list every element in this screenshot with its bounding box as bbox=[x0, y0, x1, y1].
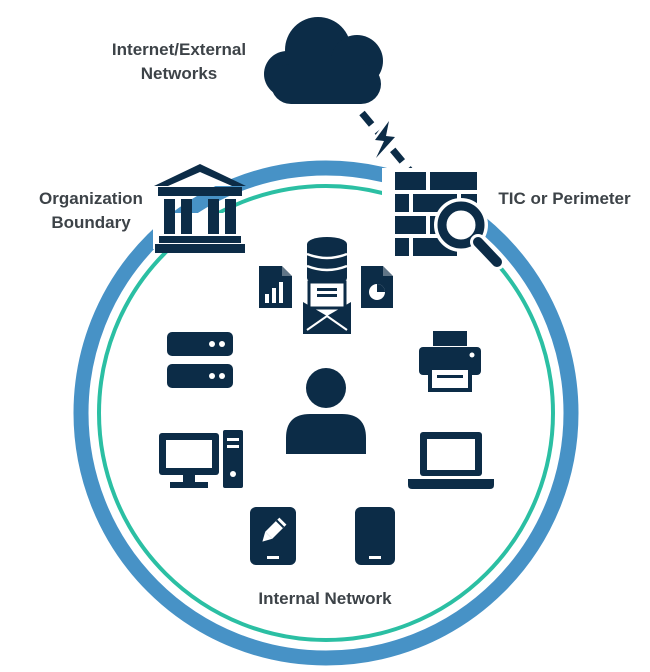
tic-perimeter-label: TIC or Perimeter bbox=[482, 187, 647, 211]
internet-external-networks-label: Internet/External Networks bbox=[84, 38, 274, 86]
organization-label-line-1: Organization bbox=[39, 189, 143, 208]
bar-chart-document-icon bbox=[259, 266, 292, 308]
organization-boundary-ring bbox=[73, 160, 579, 666]
organization-label-line-2: Boundary bbox=[51, 213, 131, 232]
printer-icon bbox=[419, 331, 481, 392]
pie-chart-document-icon bbox=[361, 266, 393, 308]
internet-label-line-1: Internet/External bbox=[111, 40, 247, 59]
tic-perimeter-text: TIC or Perimeter bbox=[498, 189, 631, 208]
internet-label-line-2: Networks bbox=[140, 64, 218, 83]
server-icon bbox=[167, 332, 233, 388]
laptop-icon bbox=[408, 432, 494, 489]
internal-network-label: Internal Network bbox=[225, 587, 425, 611]
desktop-computer-icon bbox=[159, 430, 243, 488]
database-icon bbox=[306, 237, 348, 285]
organization-boundary-label: Organization Boundary bbox=[16, 187, 166, 235]
internal-network-text: Internal Network bbox=[258, 589, 392, 608]
mail-envelope-icon bbox=[303, 280, 351, 334]
mobile-phone-icon bbox=[355, 507, 395, 565]
tablet-pen-icon bbox=[250, 507, 296, 565]
internal-network-ring bbox=[97, 184, 555, 642]
cloud-icon bbox=[264, 17, 383, 104]
user-icon bbox=[286, 368, 366, 454]
connection-lightning-icon bbox=[359, 110, 415, 176]
magnifier-icon bbox=[434, 198, 505, 270]
organization-building-icon bbox=[153, 164, 248, 253]
